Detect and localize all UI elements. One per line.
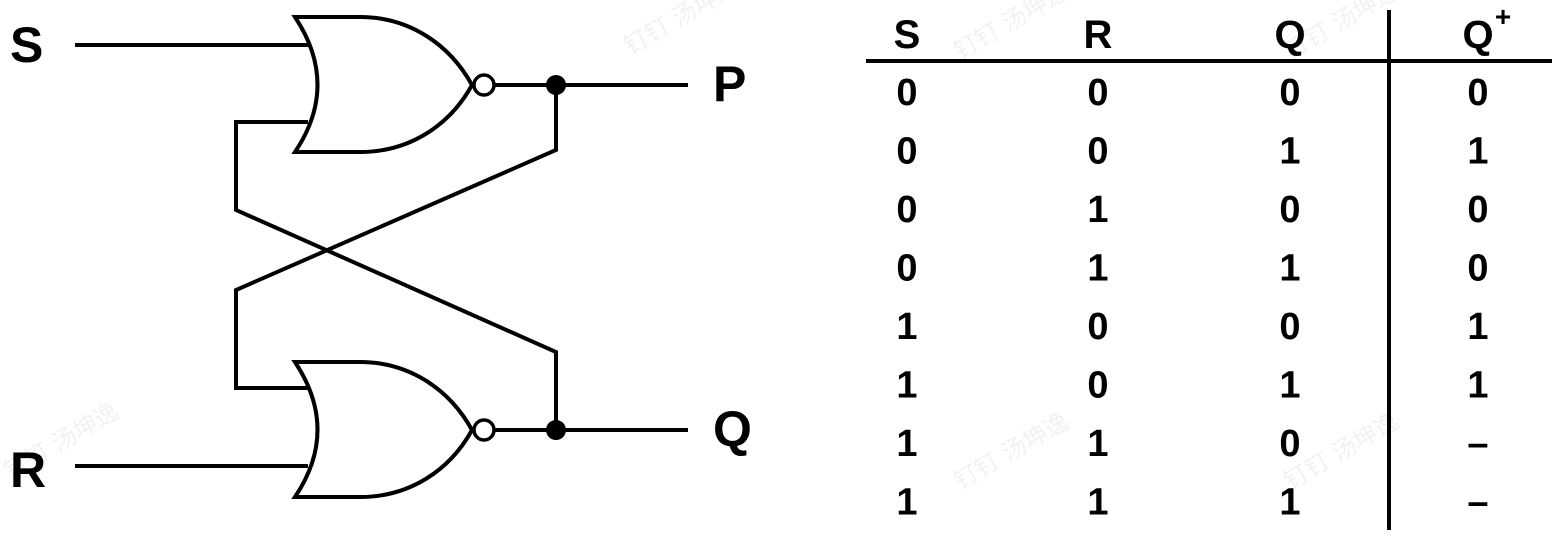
cell-s: 1 — [896, 482, 917, 524]
nor-gate-top — [291, 15, 496, 154]
cell-q-next: 0 — [1467, 72, 1488, 114]
feedback-wire-p-to-bottom-gate — [234, 85, 558, 390]
junction-dot-p — [546, 75, 566, 95]
table-row: 1 1 1 – — [896, 482, 1488, 524]
junction-dot-q — [546, 420, 566, 440]
cell-q-next: – — [1467, 482, 1488, 524]
output-label-q: Q — [713, 401, 752, 457]
cell-r: 1 — [1087, 423, 1108, 465]
cell-s: 1 — [896, 306, 917, 348]
cell-q-next: 1 — [1467, 365, 1488, 407]
cell-q-next: – — [1467, 423, 1488, 465]
latch-circuit: S R P Q — [10, 15, 752, 499]
watermark-text: 钉钉 汤坤逸 — [619, 0, 744, 60]
or-body-top — [291, 15, 475, 154]
output-label-p: P — [713, 56, 746, 112]
cell-q: 0 — [1279, 72, 1300, 114]
cell-q: 0 — [1279, 306, 1300, 348]
cell-s: 0 — [896, 131, 917, 173]
nor-gate-bottom — [291, 360, 496, 499]
cell-s: 1 — [896, 423, 917, 465]
cell-q-next: 0 — [1467, 189, 1488, 231]
inversion-bubble-bottom — [472, 418, 496, 442]
watermark-text: 钉钉 汤坤逸 — [949, 0, 1074, 65]
cell-s: 1 — [896, 365, 917, 407]
header-s: S — [894, 13, 921, 57]
cell-s: 0 — [896, 248, 917, 290]
cell-r: 0 — [1087, 131, 1108, 173]
watermark-layer: 钉钉 汤坤逸 钉钉 汤坤逸 钉钉 汤坤逸 钉钉 汤坤逸 钉钉 汤坤逸 钉钉 汤坤… — [0, 0, 1404, 495]
table-row: 0 1 0 0 — [896, 189, 1488, 231]
cell-q: 1 — [1279, 131, 1300, 173]
cell-r: 0 — [1087, 365, 1108, 407]
watermark-text: 钉钉 汤坤逸 — [949, 407, 1074, 495]
cell-q-next: 0 — [1467, 248, 1488, 290]
cell-r: 1 — [1087, 482, 1108, 524]
table-body: 0 0 0 0 0 0 1 1 0 1 0 0 0 1 1 0 1 0 0 1 1 0 1 1 1 1 0 – 1 1 1 – — [896, 72, 1488, 524]
cell-q: 1 — [1279, 248, 1300, 290]
table-row: 1 1 0 – — [896, 423, 1488, 465]
header-q: Q — [1274, 13, 1305, 57]
cell-q-next: 1 — [1467, 131, 1488, 173]
cell-r: 0 — [1087, 306, 1108, 348]
table-row: 1 0 1 1 — [896, 365, 1488, 407]
cell-q: 0 — [1279, 423, 1300, 465]
table-row: 0 0 1 1 — [896, 131, 1488, 173]
header-q-next: Q — [1462, 13, 1493, 57]
table-row: 0 1 1 0 — [896, 248, 1488, 290]
header-r: R — [1084, 13, 1113, 57]
table-row: 0 0 0 0 — [896, 72, 1488, 114]
inversion-bubble-top — [472, 73, 496, 97]
table-header: S R Q Q + — [894, 1, 1512, 57]
cell-q: 0 — [1279, 189, 1300, 231]
cell-q: 1 — [1279, 482, 1300, 524]
cell-r: 1 — [1087, 248, 1108, 290]
cell-q: 1 — [1279, 365, 1300, 407]
header-q-next-superscript: + — [1495, 1, 1511, 32]
input-label-s: S — [10, 17, 43, 73]
cell-s: 0 — [896, 72, 917, 114]
cell-r: 0 — [1087, 72, 1108, 114]
cell-r: 1 — [1087, 189, 1108, 231]
input-label-r: R — [10, 442, 46, 498]
cell-s: 0 — [896, 189, 917, 231]
or-body-bottom — [291, 360, 475, 499]
cell-q-next: 1 — [1467, 306, 1488, 348]
table-row: 1 0 0 1 — [896, 306, 1488, 348]
feedback-wire-q-to-top-gate — [234, 120, 558, 430]
